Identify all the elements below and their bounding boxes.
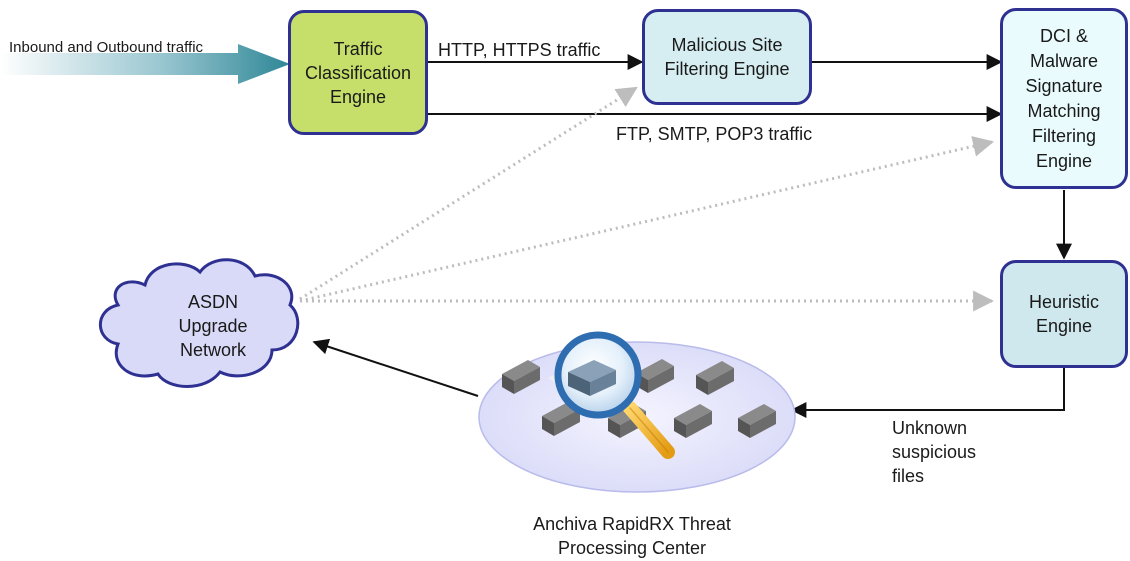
node-text-line: Traffic [333, 38, 383, 59]
node-text-line: Network [179, 340, 246, 360]
server-icon [738, 404, 776, 438]
unknown-suspicious-files-label: Unknown suspicious files [892, 416, 976, 488]
input-traffic-label: Inbound and Outbound traffic [9, 39, 204, 56]
node-text-line: Engine [1035, 150, 1093, 171]
node-text-line: DCI & [1039, 25, 1088, 46]
node-text-line: Matching [1027, 100, 1101, 121]
label-line: Processing Center [557, 538, 707, 558]
node-text-line: Filtering Engine [664, 59, 790, 79]
rapidrx-illustration [478, 331, 796, 493]
label-line: suspicious [892, 442, 977, 462]
node-text-line: Upgrade [178, 316, 248, 336]
arrow-heuristic-to-center [790, 368, 1065, 418]
node-text-line: Filtering [1031, 125, 1097, 146]
asdn-upgrade-network-node: ASDN Upgrade Network [158, 290, 268, 362]
http-https-traffic-label: HTTP, HTTPS traffic [438, 40, 601, 60]
node-text-line: Malware [1029, 50, 1099, 71]
node-text-line: Malicious Site [671, 35, 783, 55]
dci-malware-signature-engine-node: DCI & Malware Signature Matching Filteri… [1000, 8, 1128, 189]
asdn-cloud-shape [99, 258, 300, 388]
dotted-arrow-to-malicious [299, 86, 638, 301]
heuristic-engine-node: Heuristic Engine [1000, 260, 1128, 368]
label-line: files [892, 466, 925, 486]
node-text-line: Heuristic [1028, 292, 1099, 312]
rapidrx-threat-center-label: Anchiva RapidRX Threat Processing Center [502, 512, 762, 560]
node-text-line: ASDN [187, 292, 238, 312]
node-text-line: Engine [1035, 316, 1093, 336]
inbound-traffic-arrow [0, 44, 290, 84]
label-line: Anchiva RapidRX Threat [533, 514, 731, 534]
malicious-site-filtering-engine-node: Malicious Site Filtering Engine [642, 9, 812, 105]
ftp-smtp-pop3-traffic-label: FTP, SMTP, POP3 traffic [616, 124, 813, 144]
server-icon [674, 404, 712, 438]
server-icon [696, 361, 734, 395]
magnifying-glass-icon [554, 331, 675, 459]
node-text-line: Signature [1025, 75, 1103, 96]
node-text-line: Engine [329, 86, 387, 107]
dotted-arrow-to-dci [299, 135, 995, 303]
arrow-center-to-asdn [312, 338, 479, 397]
label-line: Unknown [892, 418, 968, 438]
node-text-line: Classification [304, 62, 412, 83]
traffic-classification-engine-node: Traffic Classification Engine [288, 10, 428, 135]
